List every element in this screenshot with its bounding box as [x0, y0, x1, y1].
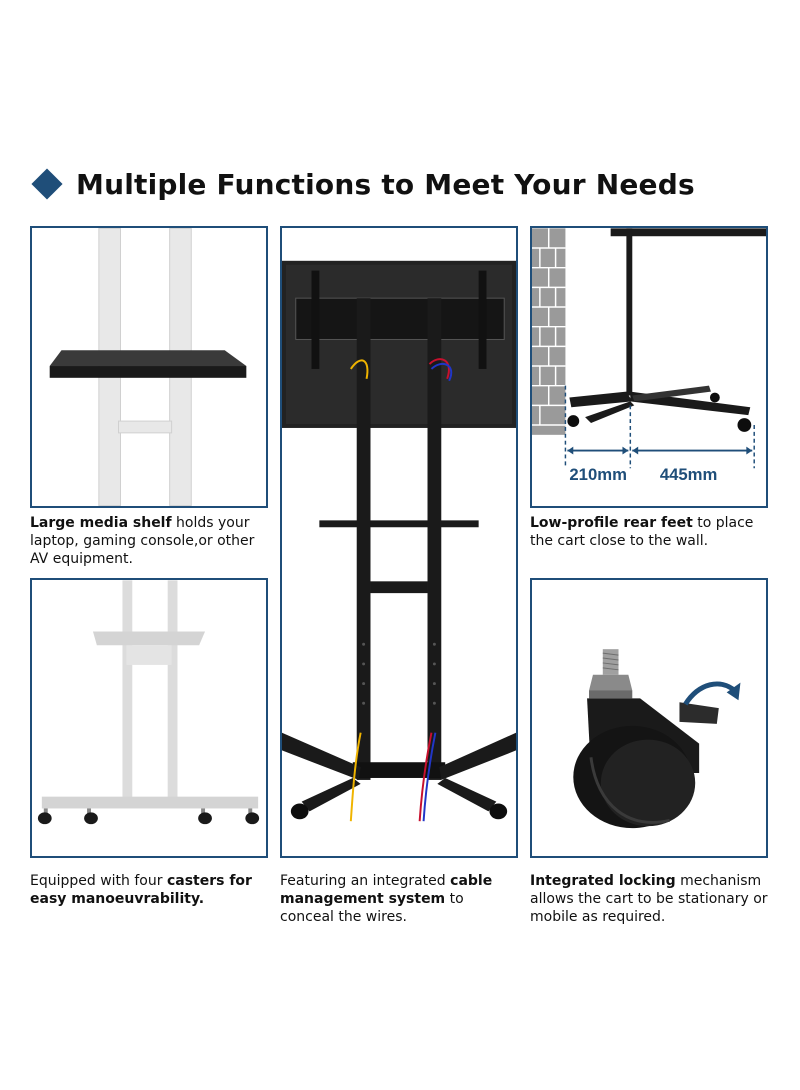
- diamond-bullet-icon: [31, 168, 63, 200]
- rear-feet-illustration: 210mm 445mm: [532, 228, 766, 484]
- heading-title: Multiple Functions to Meet Your Needs: [76, 167, 695, 201]
- white-cart-illustration: [37, 580, 260, 825]
- cable-management-illustration: [282, 260, 516, 822]
- panel-casters: [30, 578, 268, 858]
- rotation-arrow-icon: [683, 681, 737, 706]
- caption-cable-management: Featuring an integrated cable management…: [280, 873, 493, 925]
- caption-casters: Equipped with four casters for easy mano…: [30, 873, 252, 907]
- locking-caster-illustration: [573, 649, 741, 829]
- panel-rear-feet: 210mm 445mm: [530, 226, 768, 508]
- dimension-rear-feet: 210mm: [569, 465, 627, 484]
- media-shelf-illustration: [49, 228, 247, 506]
- panel-cable-management: [280, 226, 518, 858]
- caption-locking: Integrated locking mechanism allows the …: [530, 873, 768, 925]
- panel-locking-caster: [530, 578, 768, 858]
- page-heading: Multiple Functions to Meet Your Needs: [30, 162, 695, 206]
- caption-rear-feet: Low-profile rear feet to place the cart …: [530, 515, 754, 549]
- dimension-depth: 445mm: [660, 465, 718, 484]
- panel-media-shelf: [30, 226, 268, 508]
- caption-media-shelf: Large media shelf holds your laptop, gam…: [30, 515, 255, 567]
